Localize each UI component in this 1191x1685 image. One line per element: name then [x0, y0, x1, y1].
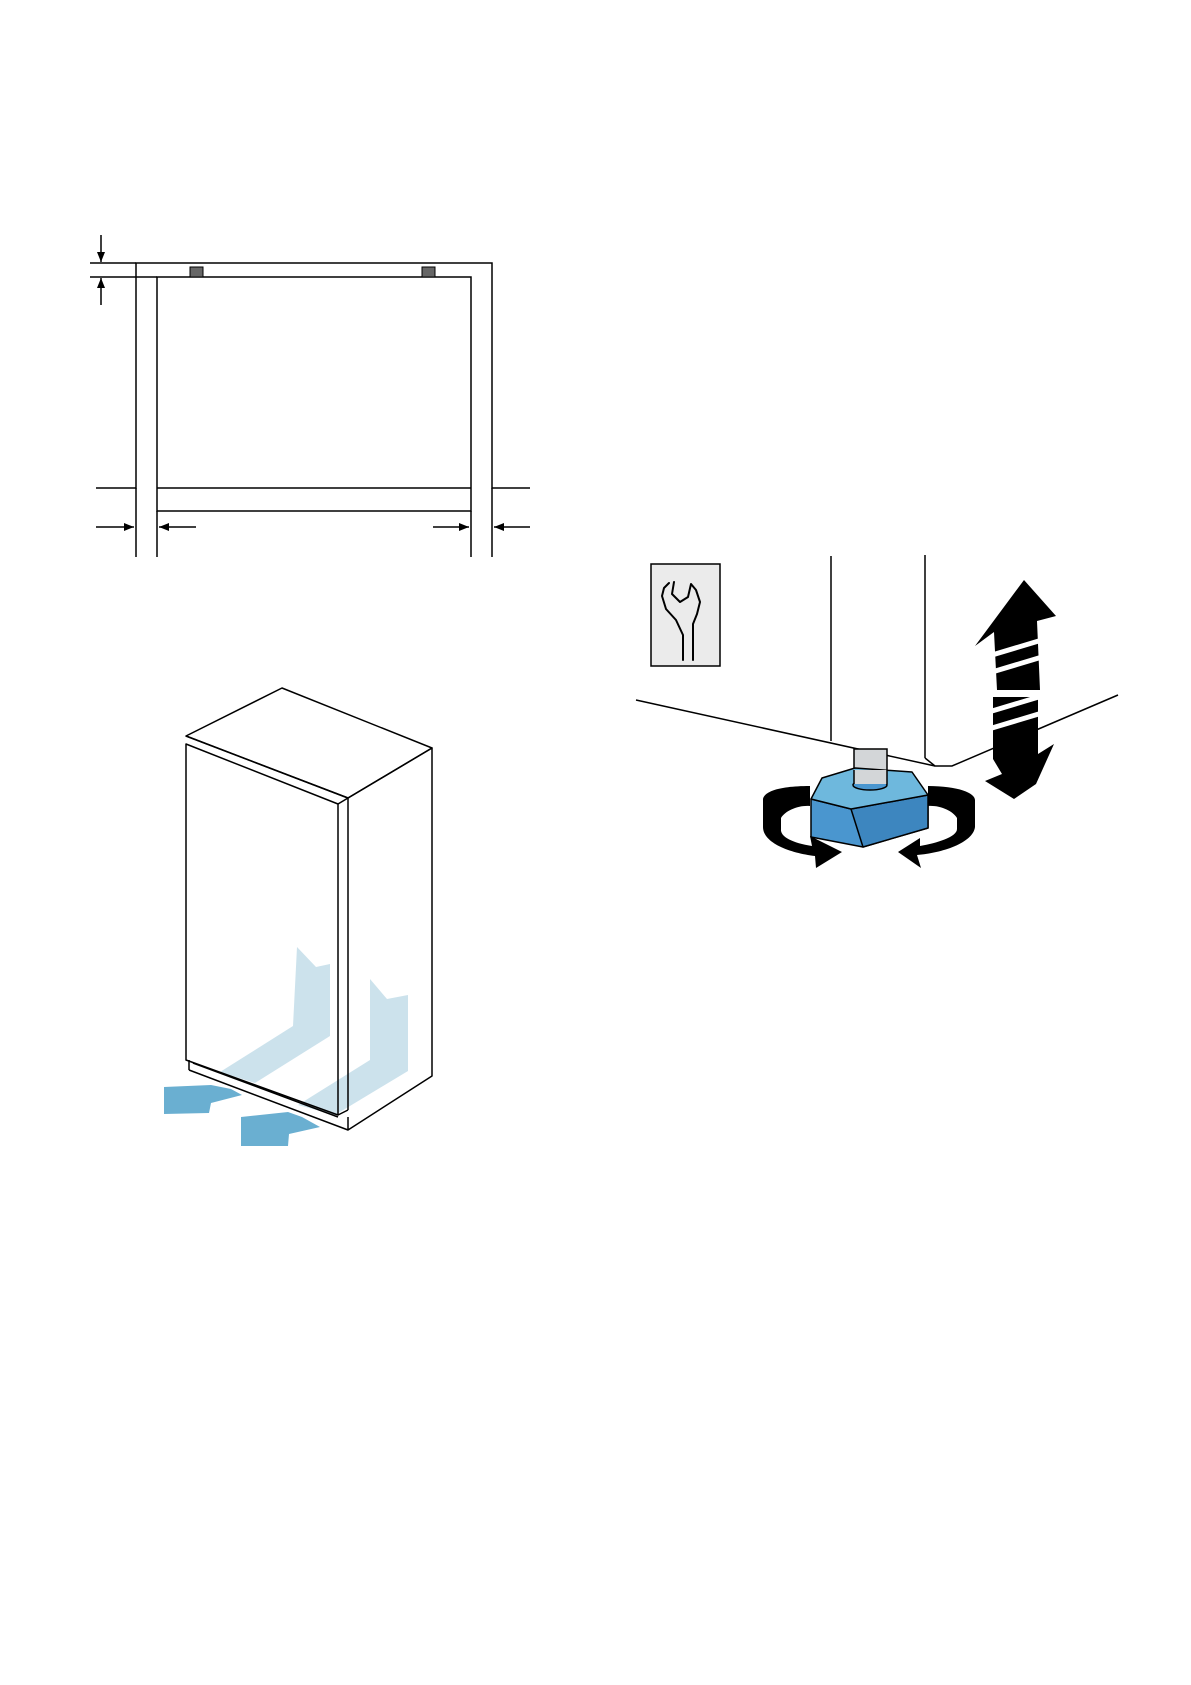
- cabinet-top-face: [186, 688, 432, 798]
- adjust-arrow-up: [975, 580, 1056, 690]
- height-adjust-arrow: [975, 580, 1056, 799]
- appliance-outline: [157, 277, 471, 511]
- airflow-arrow-2: [241, 1112, 320, 1146]
- foot-post-inside: [854, 770, 887, 784]
- door-thickness-top: [338, 798, 348, 804]
- niche-clearance-diagram: [90, 263, 530, 557]
- dimension-arrows: [96, 235, 530, 527]
- airflow-arrow-1: [164, 1085, 242, 1114]
- appliance-airflow-diagram: [164, 688, 432, 1146]
- spacer-left: [190, 267, 203, 277]
- niche-outline: [96, 263, 530, 488]
- floor-line: [636, 700, 935, 766]
- spacer-right: [422, 267, 435, 277]
- wrench-icon: [651, 564, 720, 666]
- airflow-path-back: [220, 947, 330, 1083]
- adjustable-foot-diagram: [636, 555, 1118, 868]
- door-top-edge: [186, 736, 348, 798]
